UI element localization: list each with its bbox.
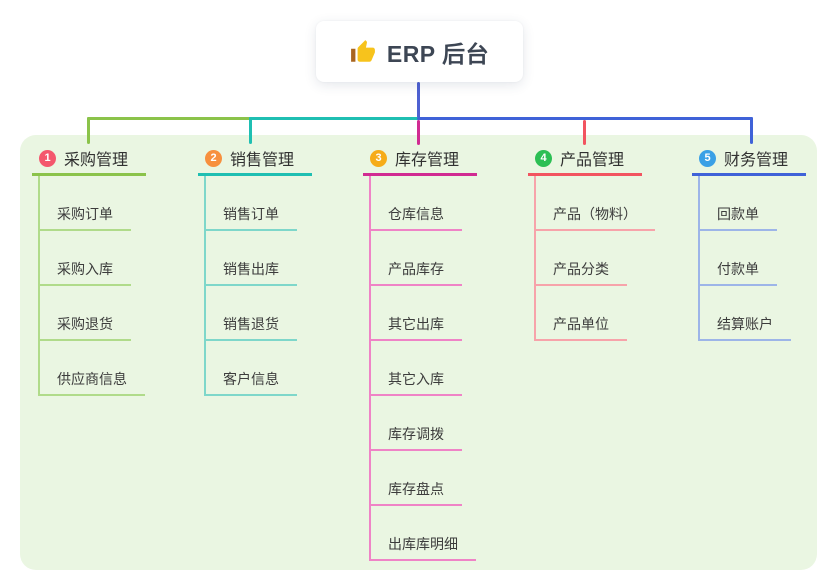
branch-product: 4 产品管理 产品（物料） 产品分类 产品单位 [528,143,655,341]
child-node[interactable]: 产品分类 [536,262,627,286]
child-node[interactable]: 采购退货 [40,317,131,341]
connector-drop-sales [249,117,252,144]
child-node[interactable]: 采购入库 [40,262,131,286]
child-node[interactable]: 产品单位 [536,317,627,341]
child-node[interactable]: 结算账户 [700,317,791,341]
child-node[interactable]: 库存盘点 [371,482,462,506]
child-node[interactable]: 供应商信息 [40,372,145,396]
branch-sales: 2 销售管理 销售订单 销售出库 销售退货 客户信息 [198,143,312,396]
connector-bus-sales [249,117,420,120]
child-node[interactable]: 销售订单 [206,207,297,231]
connector-root-stem [417,82,420,119]
branch-label: 财务管理 [724,152,789,169]
child-node[interactable]: 出库库明细 [371,537,476,561]
branch-number-badge: 3 [370,149,387,167]
branch-finance: 5 财务管理 回款单 付款单 结算账户 [692,143,806,341]
thumbs-up-icon [350,39,376,65]
branch-node-inventory[interactable]: 3 库存管理 [363,143,477,176]
branch-children: 采购订单 采购入库 采购退货 供应商信息 [38,176,146,396]
child-node[interactable]: 其它出库 [371,317,462,341]
connector-drop-inventory [417,120,420,145]
branch-label: 采购管理 [64,152,129,169]
branch-label: 产品管理 [560,152,625,169]
branches-panel [20,135,817,570]
child-node[interactable]: 销售出库 [206,262,297,286]
branch-children: 产品（物料） 产品分类 产品单位 [534,176,655,341]
branch-number-badge: 5 [699,149,716,167]
child-node[interactable]: 销售退货 [206,317,297,341]
root-title: ERP 后台 [386,40,490,67]
branch-node-finance[interactable]: 5 财务管理 [692,143,806,176]
child-node[interactable]: 产品库存 [371,262,462,286]
branch-label: 库存管理 [395,152,460,169]
child-node[interactable]: 客户信息 [206,372,297,396]
child-node[interactable]: 产品（物料） [536,207,655,231]
branch-children: 销售订单 销售出库 销售退货 客户信息 [204,176,312,396]
child-node[interactable]: 采购订单 [40,207,131,231]
child-node[interactable]: 仓库信息 [371,207,462,231]
branch-purchase: 1 采购管理 采购订单 采购入库 采购退货 供应商信息 [32,143,146,396]
branch-node-product[interactable]: 4 产品管理 [528,143,642,176]
child-node[interactable]: 回款单 [700,207,777,231]
branch-number-badge: 4 [535,149,552,167]
branch-number-badge: 1 [39,149,56,167]
child-node[interactable]: 付款单 [700,262,777,286]
branch-node-sales[interactable]: 2 销售管理 [198,143,312,176]
child-node[interactable]: 其它入库 [371,372,462,396]
connector-bus-finance [417,117,753,120]
root-node-erp[interactable]: ERP 后台 [316,21,523,82]
connector-drop-product [583,120,586,145]
child-node[interactable]: 库存调拨 [371,427,462,451]
branch-children: 仓库信息 产品库存 其它出库 其它入库 库存调拨 库存盘点 出库库明细 [369,176,477,561]
branch-children: 回款单 付款单 结算账户 [698,176,806,341]
branch-inventory: 3 库存管理 仓库信息 产品库存 其它出库 其它入库 库存调拨 库存盘点 出库库… [363,143,477,561]
branch-label: 销售管理 [230,152,295,169]
connector-drop-purchase [87,117,90,144]
branch-number-badge: 2 [205,149,222,167]
connector-drop-finance [750,117,753,144]
branch-node-purchase[interactable]: 1 采购管理 [32,143,146,176]
connector-bus-purchase [87,117,253,120]
